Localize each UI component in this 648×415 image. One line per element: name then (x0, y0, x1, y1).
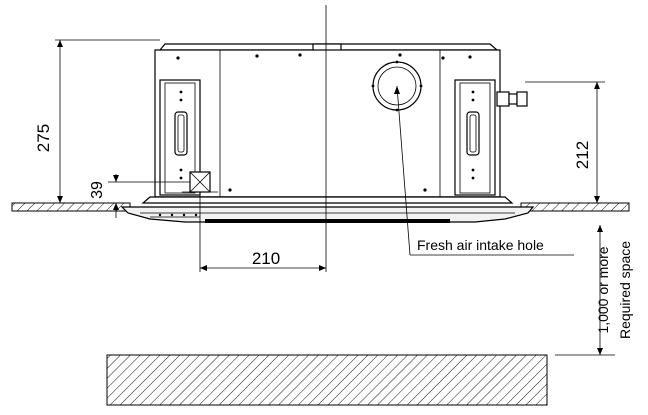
ceiling-left (11, 202, 131, 212)
label-210: 210 (252, 249, 280, 268)
decoration-panel (120, 206, 535, 223)
label-required-space: Required space (617, 241, 633, 339)
label-212: 212 (573, 141, 592, 169)
fresh-air-leader (394, 85, 574, 256)
label-39: 39 (89, 181, 106, 199)
pipe-connection (496, 91, 528, 107)
ceiling-right (520, 202, 630, 212)
dimension-212 (525, 81, 605, 204)
right-hanger-bracket (454, 79, 496, 196)
label-275: 275 (34, 124, 53, 152)
label-fresh-air: Fresh air intake hole (417, 237, 544, 253)
dimension-275 (55, 39, 160, 204)
dimension-39 (108, 174, 190, 218)
indoor-unit (141, 43, 514, 204)
dimension-210 (199, 192, 326, 272)
required-space-dimension (555, 225, 615, 356)
floor (106, 354, 548, 406)
label-clearance: 1,000 or more (595, 246, 611, 333)
